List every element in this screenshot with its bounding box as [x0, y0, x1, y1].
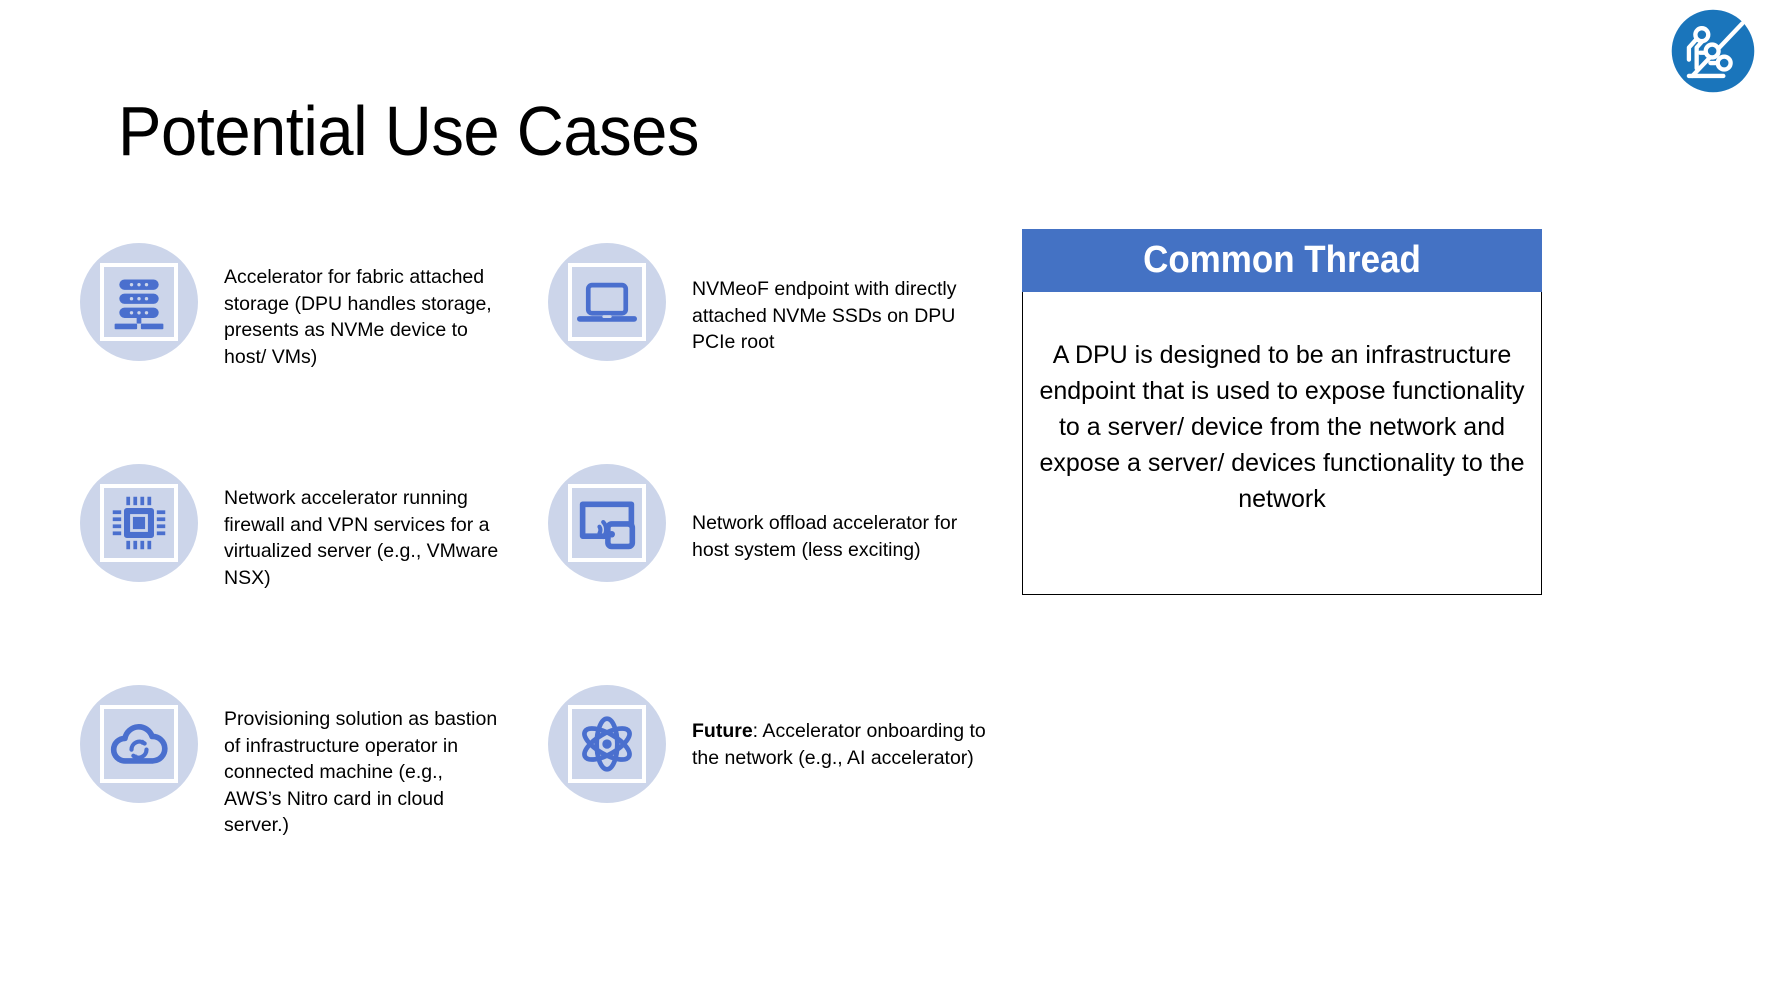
common-thread-panel: Common Thread A DPU is designed to be an…: [1022, 229, 1542, 595]
page-title: Potential Use Cases: [118, 92, 699, 170]
common-thread-title: Common Thread: [1143, 239, 1421, 281]
use-case-text: Future: Accelerator onboarding to the ne…: [666, 685, 988, 771]
use-case-item: Provisioning solution as bastion of infr…: [80, 685, 500, 839]
icon-frame: [100, 705, 178, 783]
use-case-text-rest: : Accelerator onboarding to the network …: [692, 720, 986, 769]
icon-frame: [568, 484, 646, 562]
use-case-row: Network accelerator running firewall and…: [0, 464, 1010, 685]
common-thread-header: Common Thread: [1022, 229, 1542, 292]
use-case-text: Accelerator for fabric attached storage …: [224, 266, 492, 368]
common-thread-body: A DPU is designed to be an infrastructur…: [1022, 292, 1542, 595]
use-case-text: Network offload accelerator for host sys…: [692, 512, 958, 561]
icon-frame: [100, 263, 178, 341]
use-case-text: NVMeoF endpoint with directly attached N…: [692, 278, 957, 353]
server-rack-icon: [80, 243, 198, 361]
cloud-sync-icon: [80, 685, 198, 803]
use-case-text: Network accelerator running firewall and…: [224, 487, 499, 589]
use-case-item: Network offload accelerator for host sys…: [548, 464, 988, 582]
use-case-item: Accelerator for fabric attached storage …: [80, 243, 500, 370]
icon-frame: [568, 263, 646, 341]
use-case-item: Network accelerator running firewall and…: [80, 464, 500, 591]
use-case-item: Future: Accelerator onboarding to the ne…: [548, 685, 988, 803]
use-case-text: Provisioning solution as bastion of infr…: [224, 708, 498, 836]
icon-frame: [568, 705, 646, 783]
laptop-icon: [548, 243, 666, 361]
wireless-cast-icon: [548, 464, 666, 582]
use-case-text-bold: Future: [692, 720, 753, 742]
use-case-grid: Accelerator for fabric attached storage …: [0, 243, 1010, 906]
atom-icon: [548, 685, 666, 803]
use-case-item: NVMeoF endpoint with directly attached N…: [548, 243, 988, 361]
circuit-logo: [1670, 8, 1756, 94]
use-case-row: Accelerator for fabric attached storage …: [0, 243, 1010, 464]
use-case-row: Provisioning solution as bastion of infr…: [0, 685, 1010, 906]
icon-frame: [100, 484, 178, 562]
common-thread-body-text: A DPU is designed to be an infrastructur…: [1039, 341, 1525, 513]
cpu-chip-icon: [80, 464, 198, 582]
